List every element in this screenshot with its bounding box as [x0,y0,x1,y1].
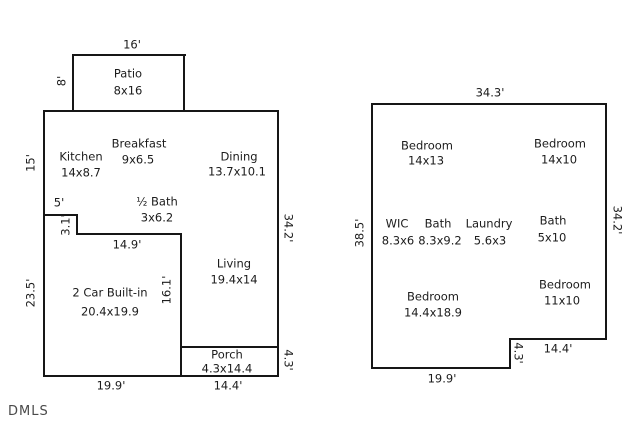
room-size-wic: 8.3x6 [381,233,415,248]
dim-ff-bottom-left: 19.9' [96,378,126,393]
room-name-bedroom-1: Bedroom [400,138,454,153]
dim-sf-left-side: 38.5' [352,218,367,248]
room-size-kitchen: 14x8.7 [61,165,101,180]
room-name-garage: 2 Car Built-in [72,285,148,300]
dim-sf-right-side: 34.2' [610,205,625,235]
room-name-porch: Porch [211,347,243,362]
dim-notch-width: 5' [53,195,65,210]
wall-ff-interior [180,233,182,377]
room-size-bath-1: 8.3x9.2 [418,233,462,248]
dim-ff-right-side: 34.2' [281,213,296,243]
dim-sf-bottom: 19.9' [427,371,457,386]
room-size-bedroom-1: 14x13 [407,153,445,168]
wall-sf-right [605,103,607,340]
dim-sf-top: 34.3' [475,85,505,100]
dim-patio-width: 16' [123,37,141,52]
room-size-garage: 20.4x19.9 [80,304,140,319]
room-name-bath-2: Bath [539,213,567,228]
wall-ff-notch-top [43,214,78,216]
wall-patio-top [72,54,186,56]
dim-patio-height: 8' [54,75,69,87]
room-size-bedroom-4: 11x10 [543,293,581,308]
mls-watermark: DMLS [8,404,49,419]
wall-patio-left [72,54,74,112]
room-name-kitchen: Kitchen [59,149,103,164]
room-name-bedroom-4: Bedroom [538,277,592,292]
wall-sf-step-top [509,338,607,340]
room-name-bedroom-2: Bedroom [533,136,587,151]
wall-ff-porch-top [180,346,279,348]
wall-ff-bottom [43,375,279,377]
room-name-wic: WIC [385,216,409,231]
room-name-laundry: Laundry [465,216,513,231]
dim-sf-step-width: 14.4' [543,341,573,356]
room-size-laundry: 5.6x3 [473,233,507,248]
room-name-dining: Dining [220,149,258,164]
dim-notch-height: 3.1' [58,214,73,236]
room-size-half-bath: 3x6.2 [140,210,174,225]
room-name-half-bath: ½ Bath [136,194,178,209]
room-size-bath-2: 5x10 [537,230,567,245]
wall-ff-notch-side [76,214,78,235]
dim-sf-step-height: 4.3' [511,342,526,364]
dim-kitchen-side: 15' [23,154,38,172]
room-size-bedroom-3: 14.4x18.9 [403,305,463,320]
room-name-breakfast: Breakfast [111,136,167,151]
wall-ff-garage-top [76,233,182,235]
wall-ff-top [43,110,279,112]
room-size-living: 19.4x14 [210,272,258,287]
room-name-bedroom-3: Bedroom [406,289,460,304]
room-size-dining: 13.7x10.1 [207,164,267,179]
room-name-patio: Patio [113,66,143,81]
room-size-breakfast: 9x6.5 [121,152,155,167]
room-size-bedroom-2: 14x10 [540,152,578,167]
dim-porch-side: 4.3' [281,349,296,371]
room-name-bath-1: Bath [424,216,452,231]
dim-garage-top: 14.9' [112,237,142,252]
room-name-living: Living [216,256,252,271]
wall-sf-step-side [509,338,511,369]
room-size-patio: 8x16 [113,83,143,98]
dim-ff-bottom-right: 14.4' [213,378,243,393]
wall-sf-bottom [371,367,511,369]
dim-interior-wall: 16.1' [159,275,174,305]
wall-ff-right [277,110,279,377]
dim-garage-side: 23.5' [23,278,38,308]
wall-patio-right [183,54,185,112]
wall-sf-left [371,103,373,369]
wall-sf-top [371,103,607,105]
room-size-porch: 4.3x14.4 [201,361,253,376]
wall-ff-left [43,110,45,377]
